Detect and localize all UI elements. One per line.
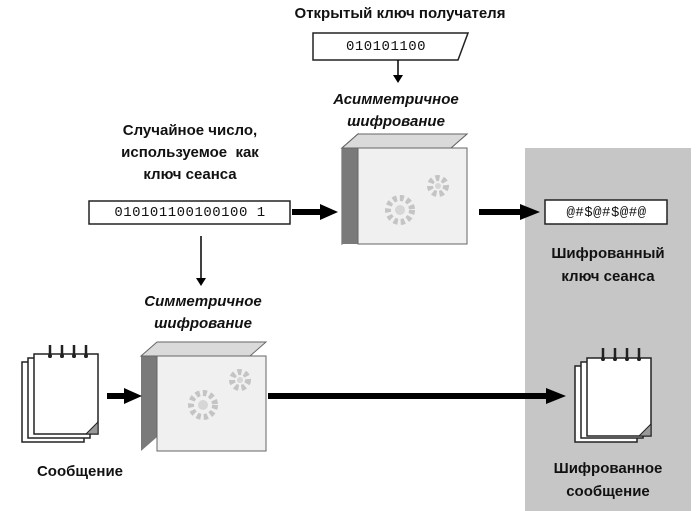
encrypted-message-label-line2: сообщение: [566, 483, 650, 500]
arrow-asym-to-enc-key-head: [520, 204, 540, 220]
encrypted-message-label-line1: Шифрованное: [553, 460, 663, 477]
arrow-sym-to-enc-msg-head: [546, 388, 566, 404]
asymmetric-label-line2: шифрование: [347, 113, 445, 130]
session-key-value: 010101100100100 1: [114, 205, 266, 221]
symmetric-label-line1: Симметричное: [144, 293, 262, 310]
encrypted-key-box: [544, 199, 668, 225]
message-label: Сообщение: [36, 463, 124, 480]
arrow-key-down-head: [196, 278, 206, 286]
session-key-label-line1: Случайное число,: [122, 122, 258, 139]
session-key-label-line3: ключ сеанса: [143, 166, 237, 183]
asymmetric-cube: [340, 132, 469, 246]
public-key-value: 010101100: [345, 38, 427, 55]
session-key-label-line2: используемое как: [121, 144, 259, 161]
arrow-key-to-asym-head: [320, 204, 338, 220]
arrow-public-key-head: [393, 75, 403, 83]
arrow-msg-to-sym-head: [124, 388, 142, 404]
public-key-title: Открытый ключ получателя: [294, 5, 506, 22]
public-key-box: [312, 32, 470, 61]
message-document: [21, 345, 99, 443]
session-key-box: [88, 200, 291, 225]
asymmetric-label-line1: Асимметричное: [333, 91, 459, 108]
encrypted-key-label-line2: ключ сеанса: [561, 268, 655, 285]
encrypted-key-value: @#$@#$@#@: [566, 204, 647, 221]
encrypted-message-document: [574, 348, 652, 443]
encrypted-key-label-line1: Шифрованный: [551, 245, 665, 262]
symmetric-label-line2: шифрование: [154, 315, 252, 332]
symmetric-cube: [139, 341, 268, 452]
